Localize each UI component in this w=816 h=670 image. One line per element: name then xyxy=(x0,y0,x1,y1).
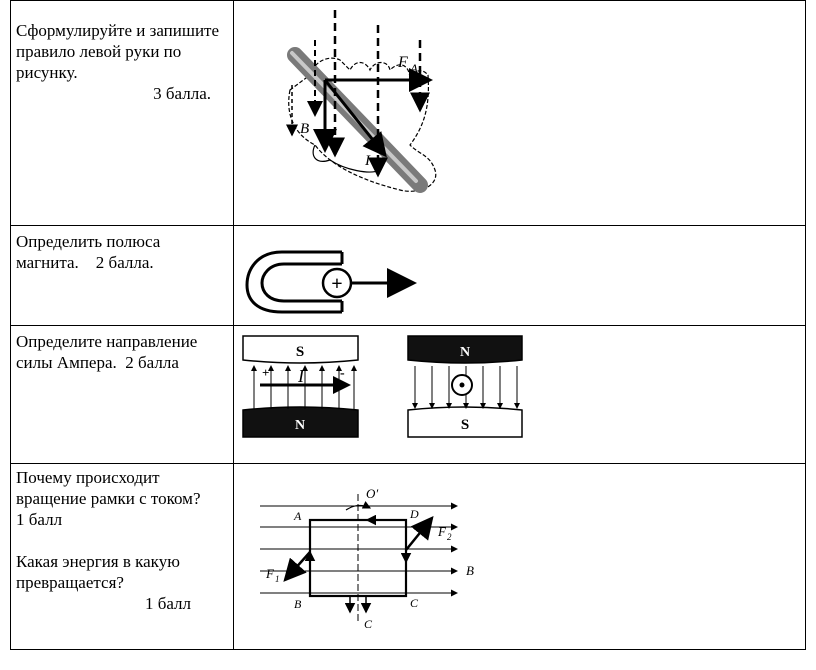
task-1-points: 3 балла. xyxy=(153,84,211,103)
corner-label-a: A xyxy=(293,509,302,523)
task-4-points-1: 1 балл xyxy=(16,510,63,529)
left-hand-figure: F A B I xyxy=(286,10,437,193)
magnet-figure: + xyxy=(245,250,417,314)
field-label: B xyxy=(300,121,309,137)
current-label: I xyxy=(364,153,371,169)
row-divider xyxy=(10,225,805,226)
task-2-question: Определить полюса магнита. 2 балла. xyxy=(16,232,161,272)
force-label: F xyxy=(397,54,408,71)
task-4-text: Почему происходит вращение рамки с током… xyxy=(16,467,221,614)
column-divider xyxy=(233,0,234,649)
task-4-question-2: Какая энергия в какую превращается? xyxy=(16,552,180,592)
task-1-question: Сформулируйте и запишите правило левой р… xyxy=(16,21,220,82)
corner-label-b: B xyxy=(294,597,302,611)
force-2-subscript: 2 xyxy=(447,532,452,542)
right-pole-top: N xyxy=(460,345,470,360)
row-divider xyxy=(10,325,805,326)
force-subscript: A xyxy=(409,61,418,76)
right-pole-bottom: S xyxy=(461,417,469,433)
task-3-question: Определите направление силы Ампера. 2 ба… xyxy=(16,332,198,372)
force-1-subscript: 1 xyxy=(275,574,280,584)
plus-sign: + xyxy=(331,273,342,295)
axis-label-top: O′ xyxy=(366,486,378,501)
minus-terminal: - xyxy=(340,366,345,381)
corner-label-c: C xyxy=(410,596,419,610)
current-label: I xyxy=(297,366,305,386)
task-2-points: 2 балла. xyxy=(95,253,154,272)
force-2-label: F xyxy=(437,524,447,539)
task-1-text: Сформулируйте и запишите правило левой р… xyxy=(16,20,221,104)
task-3-points: 2 балла xyxy=(125,353,179,372)
plus-terminal: + xyxy=(262,365,269,380)
left-pole-top: S xyxy=(296,344,304,360)
rotating-frame-figure: O′ A D B C F 2 F 1 B C xyxy=(260,486,474,631)
ampere-force-figure: S N + - I N S xyxy=(242,335,523,438)
task-4-question: Почему происходит вращение рамки с током… xyxy=(16,468,201,508)
row-divider xyxy=(10,463,805,464)
axis-label-bottom: C xyxy=(364,617,373,631)
force-1-label: F xyxy=(265,566,275,581)
corner-label-d: D xyxy=(409,507,419,521)
left-pole-bottom: N xyxy=(295,418,305,433)
task-4-points-2: 1 балл xyxy=(144,594,191,613)
task-2-text: Определить полюса магнита. 2 балла. xyxy=(16,231,221,273)
field-label: B xyxy=(466,563,474,578)
task-3-text: Определите направление силы Ампера. 2 ба… xyxy=(16,331,221,373)
